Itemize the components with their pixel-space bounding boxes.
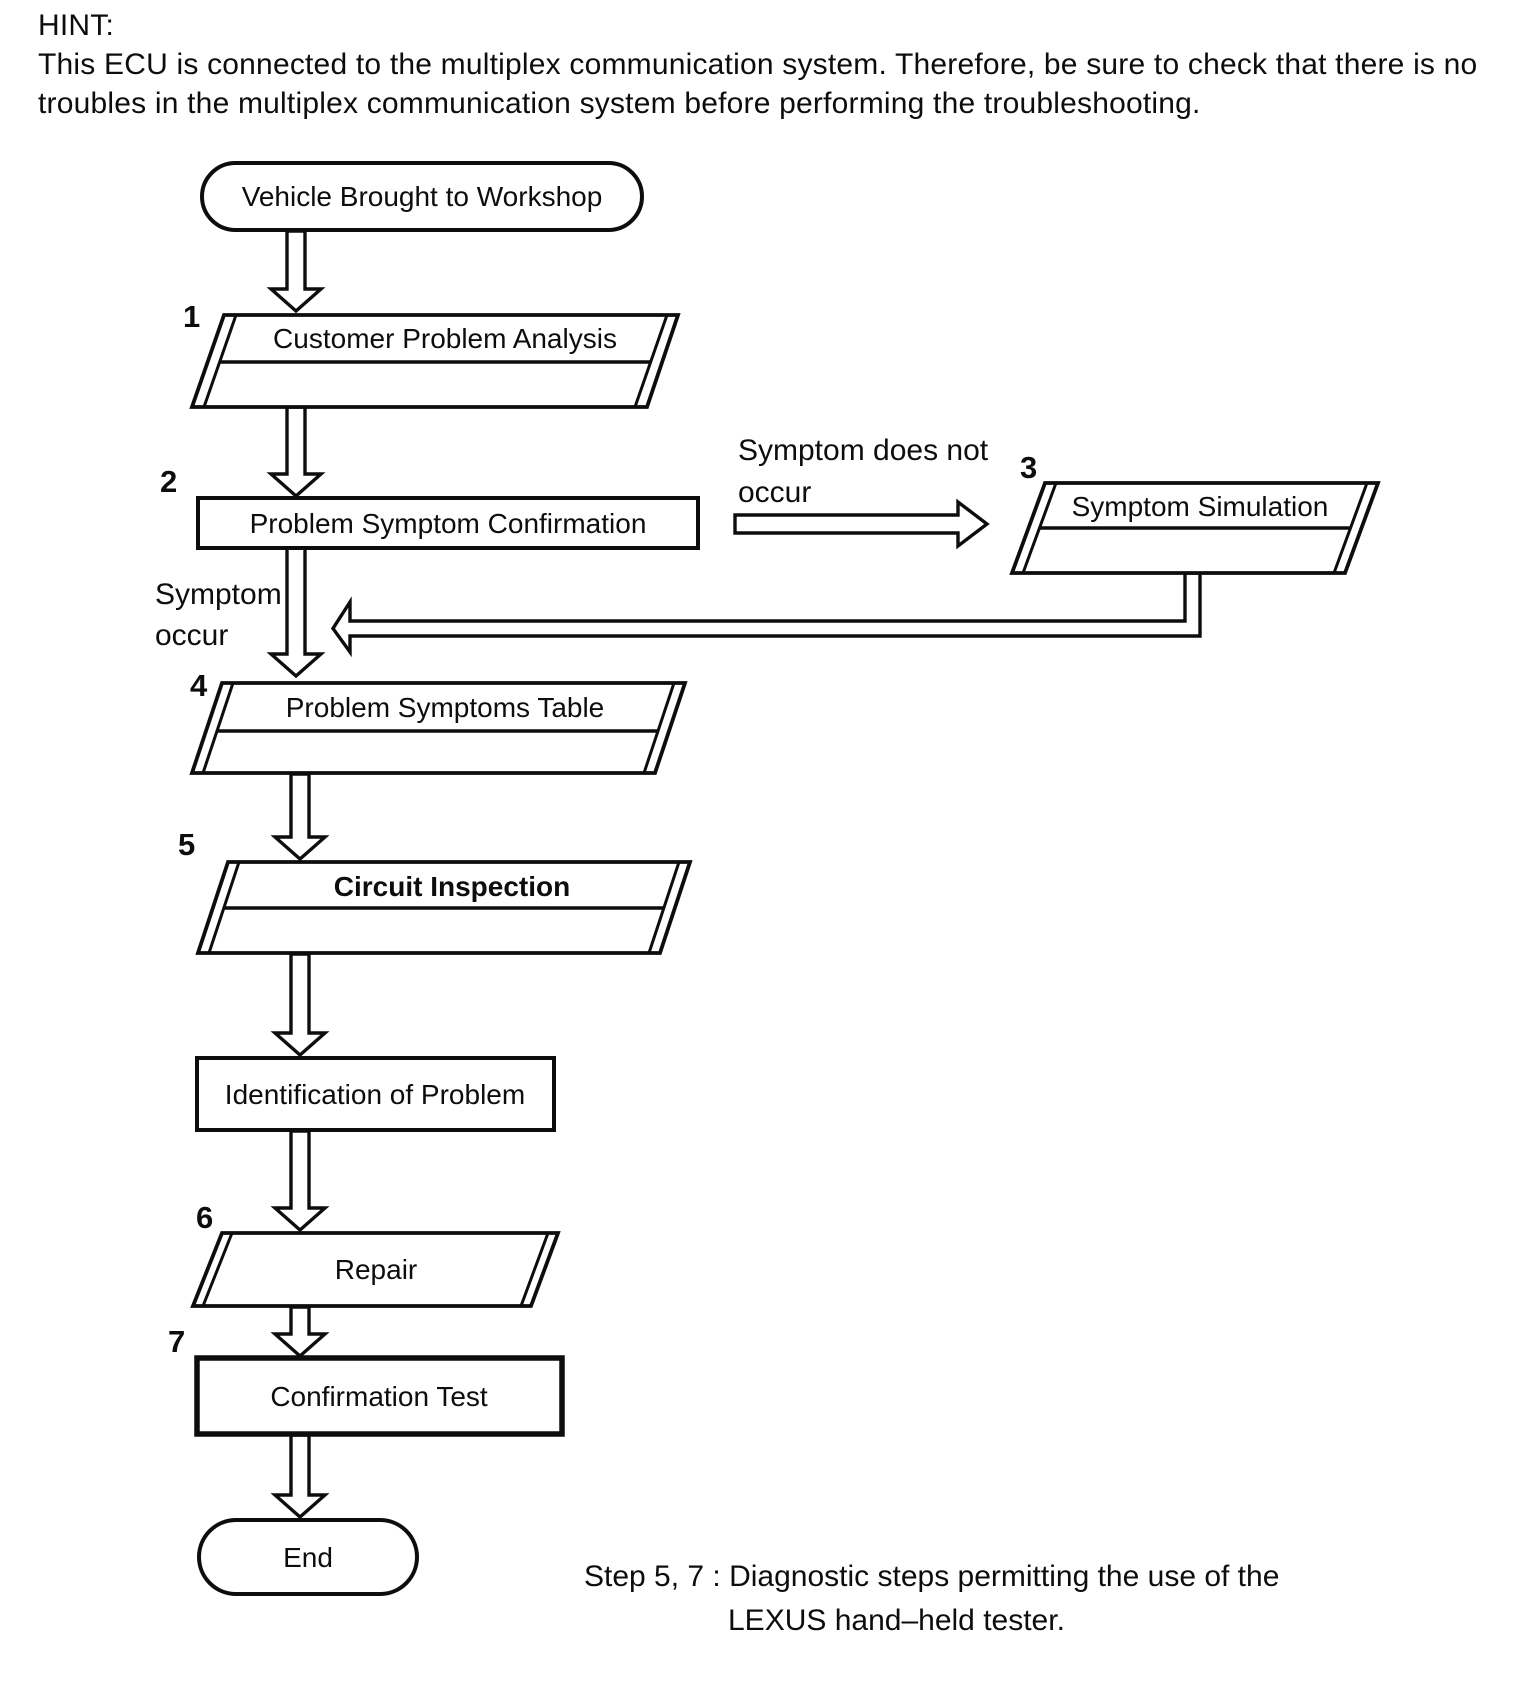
branch-no-occur-line-1: Symptom does not — [738, 434, 989, 467]
start-terminal — [200, 161, 644, 232]
step-2-label: Problem Symptom Confirmation — [250, 508, 647, 539]
caption-line-1: Step 5, 7 : Diagnostic steps permitting … — [584, 1560, 1279, 1593]
no-symptom-arrow — [733, 498, 990, 550]
end-terminal — [197, 1518, 419, 1596]
hint-title: HINT: — [38, 9, 114, 42]
branch-occur-line-1: Symptom — [155, 578, 282, 611]
step-2-number: 2 — [160, 464, 177, 499]
step-6-inner-edge-right — [519, 1232, 550, 1307]
flow-arrow-1-to-2 — [266, 405, 326, 499]
step-7-number: 7 — [168, 1324, 185, 1359]
identification-box — [195, 1056, 556, 1132]
hint-block: HINT: This ECU is connected to the multi… — [38, 6, 1508, 123]
identification-label: Identification of Problem — [225, 1079, 525, 1110]
step-4-number: 4 — [190, 668, 208, 703]
step-1-label: Customer Problem Analysis — [273, 323, 617, 354]
step-4-inner-edge-left — [201, 682, 235, 774]
return-arrow — [330, 571, 1202, 658]
step-3-inner-edge-left — [1021, 482, 1058, 574]
branch-no-occur-line-2: occur — [738, 476, 811, 509]
flow-arrow-6-to-7 — [270, 1305, 330, 1359]
flow-arrow-start-to-1 — [266, 229, 326, 314]
end-terminal-label: End — [283, 1542, 333, 1573]
step-6-number: 6 — [196, 1200, 213, 1235]
step-6-label: Repair — [335, 1254, 417, 1285]
step-6-inner-edge-left — [201, 1232, 234, 1307]
hint-line-2: troubles in the multiplex communication … — [38, 87, 1201, 120]
step-3-label: Symptom Simulation — [1072, 491, 1329, 522]
flow-arrow-7-to-end — [270, 1433, 330, 1520]
flow-arrow-2-to-4 — [266, 545, 326, 679]
branch-occur-line-2: occur — [155, 619, 228, 652]
hint-line-1: This ECU is connected to the multiplex c… — [38, 48, 1478, 81]
step-4-parallelogram — [189, 681, 688, 775]
step-2-box — [196, 496, 700, 550]
step-3-inner-edge-right — [1332, 482, 1369, 574]
step-5-number: 5 — [178, 827, 195, 862]
caption-line-2: LEXUS hand–held tester. — [728, 1604, 1065, 1637]
step-6-parallelogram — [190, 1231, 561, 1308]
flow-arrow-4-to-5 — [270, 772, 330, 862]
flow-arrow-5-to-identification — [270, 952, 330, 1058]
step-7-label: Confirmation Test — [270, 1381, 488, 1412]
flow-arrow-identification-to-6 — [270, 1129, 330, 1233]
step-5-label: Circuit Inspection — [334, 871, 570, 902]
step-7-box — [194, 1355, 565, 1437]
start-terminal-label: Vehicle Brought to Workshop — [242, 181, 603, 212]
step-1-number: 1 — [183, 299, 200, 334]
step-3-number: 3 — [1020, 450, 1037, 485]
step-4-label: Problem Symptoms Table — [286, 692, 605, 723]
step-4-inner-edge-right — [642, 682, 676, 774]
